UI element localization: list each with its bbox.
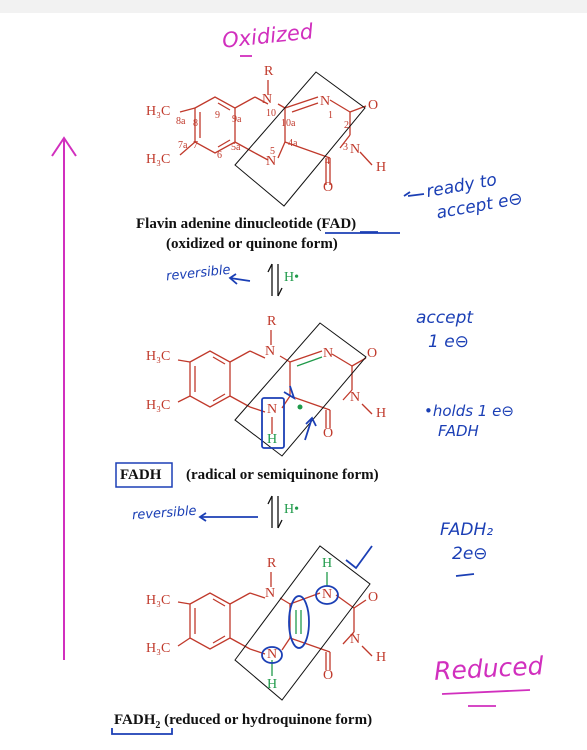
accept-note: accept xyxy=(416,308,474,328)
radical-dot xyxy=(297,404,303,410)
methyl-7: H₃C xyxy=(146,152,171,167)
locant-5a: 5a xyxy=(231,142,241,153)
n1-atom-2: N xyxy=(323,346,334,361)
reduced-note: Reduced xyxy=(433,651,545,686)
o4-atom-3: O xyxy=(323,668,334,683)
methyl-8-3: H₃C xyxy=(146,593,171,608)
fadh-note: FADH xyxy=(438,422,479,440)
o4-atom: O xyxy=(323,180,334,195)
o4-atom-2: O xyxy=(323,426,334,441)
holds-electron-note: •holds 1 e⊖ xyxy=(424,402,514,420)
oxidation-direction-arrow xyxy=(51,136,77,660)
top-bar xyxy=(0,0,587,13)
fad-caption-line2: (oxidized or quinone form) xyxy=(166,236,338,252)
one-electron-note: 1 e⊖ xyxy=(428,332,469,352)
r-group-2: R xyxy=(267,314,277,329)
equilibrium-arrow-1 xyxy=(267,263,283,297)
fadh2-subscript: 2 xyxy=(155,720,161,731)
n3-atom: N xyxy=(350,142,361,157)
o2-atom: O xyxy=(368,98,379,113)
locant-9a: 9a xyxy=(232,114,242,125)
n1-atom: N xyxy=(320,94,331,109)
locant-8: 8 xyxy=(193,118,198,129)
locant-8a: 8a xyxy=(176,116,186,127)
locant-6: 6 xyxy=(217,150,222,161)
n10-atom-2: N xyxy=(265,344,276,359)
h-radical-label-1: H• xyxy=(284,270,300,285)
ink-strokes xyxy=(111,55,531,735)
methyl-7-3: H₃C xyxy=(146,641,171,656)
locant-7: 7 xyxy=(193,140,198,151)
h3-atom-3: H xyxy=(376,650,387,665)
locant-10a: 10a xyxy=(281,118,296,129)
n3-atom-3: N xyxy=(350,632,361,647)
two-electrons-note: 2e⊖ xyxy=(452,544,488,564)
methyl-7-2: H₃C xyxy=(146,398,171,413)
fadh-caption: (radical or semiquinone form) xyxy=(186,467,379,483)
fadh2-ink xyxy=(261,545,373,664)
h5-atom-2: H xyxy=(267,432,278,447)
h1-atom-3: H xyxy=(322,556,333,571)
o2-atom-2: O xyxy=(367,346,378,361)
fadh-green-bond xyxy=(296,356,323,367)
fadh2-structure xyxy=(177,545,373,701)
fadh2-caption: FADH2 (reduced or hydroquinone form) xyxy=(114,712,372,731)
locant-5: 5 xyxy=(270,146,275,157)
n3-atom-2: N xyxy=(350,390,361,405)
methyl-8-2: H₃C xyxy=(146,349,171,364)
n1-atom-3: N xyxy=(322,587,333,602)
locant-7a: 7a xyxy=(178,140,188,151)
locant-3: 3 xyxy=(343,142,348,153)
fad-caption-line1: Flavin adenine dinucleotide (FAD) xyxy=(136,216,357,232)
h3-atom: H xyxy=(376,160,387,175)
locant-1: 1 xyxy=(328,110,333,121)
fadh2-label: FADH xyxy=(114,712,156,728)
fadh-ink xyxy=(261,385,317,449)
h5-atom-3: H xyxy=(267,677,278,692)
n5-atom: N xyxy=(266,154,277,169)
equilibrium-arrow-2 xyxy=(267,495,283,529)
h-radical-label-2: H• xyxy=(284,502,300,517)
r-group-3: R xyxy=(267,556,277,571)
fadh-label: FADH xyxy=(120,467,162,483)
locant-4a: 4a xyxy=(288,138,298,149)
o2-atom-3: O xyxy=(368,590,379,605)
n10-atom-3: N xyxy=(265,586,276,601)
n10-atom: N xyxy=(262,92,273,107)
r-group-1: R xyxy=(264,64,274,79)
fadh2-caption-rest: (reduced or hydroquinone form) xyxy=(160,712,373,728)
locant-9: 9 xyxy=(215,110,220,121)
locant-10: 10 xyxy=(266,108,276,119)
fad-structure xyxy=(179,71,373,207)
h3-atom-2: H xyxy=(376,406,387,421)
fadh2-note: FADH₂ xyxy=(440,520,494,540)
locant-4: 4 xyxy=(325,156,330,167)
fadh-label-box xyxy=(115,462,173,488)
n5-atom-3: N xyxy=(267,647,278,662)
locant-2: 2 xyxy=(344,120,349,131)
n5-atom-2: N xyxy=(267,402,278,417)
methyl-8: H₃C xyxy=(146,104,171,119)
